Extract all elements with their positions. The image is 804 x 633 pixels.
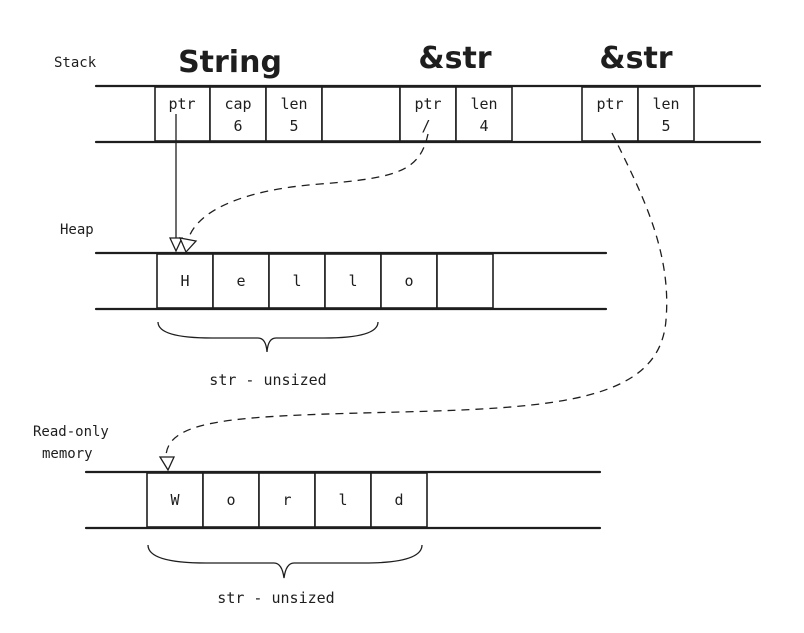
heap-cell-char: l (292, 272, 301, 290)
string-ptr-label: ptr (168, 95, 195, 113)
readonly-cell (314, 472, 372, 528)
str-type-title-2: &str (599, 41, 672, 76)
str1-len-value: 4 (479, 117, 488, 135)
str1-ptr-label: ptr (414, 95, 441, 113)
readonly-cell-char: r (282, 491, 291, 509)
str1-len-cell (455, 86, 513, 142)
str2-ptr-arrow (158, 132, 668, 472)
str2-len-value: 5 (661, 117, 670, 135)
heap-cell-char: l (348, 272, 357, 290)
heap-cell (380, 253, 438, 309)
heap-cell (324, 253, 382, 309)
string-cap-label: cap (224, 95, 251, 113)
arrowhead-icon (158, 456, 176, 472)
heap-brace (157, 321, 379, 353)
readonly-brace-label: str - unsized (217, 589, 334, 607)
readonly-cell-char: o (226, 491, 235, 509)
readonly-cell (370, 472, 428, 528)
arrowhead-icon (168, 237, 184, 253)
string-type-title: String (178, 45, 282, 80)
heap-cell (268, 253, 326, 309)
heap-cell-char: H (180, 272, 189, 290)
str2-len-label: len (652, 95, 679, 113)
str2-len-cell (637, 86, 695, 142)
heap-brace-label: str - unsized (209, 371, 326, 389)
str-type-title-1: &str (418, 41, 491, 76)
heap-cell-char: o (404, 272, 413, 290)
string-ptr-arrow (168, 114, 184, 253)
str1-ptr-arrow (178, 133, 429, 254)
arrowhead-icon (178, 237, 198, 254)
string-len-cell (265, 86, 323, 142)
readonly-cell-char: d (394, 491, 403, 509)
readonly-cell-char: W (170, 491, 180, 509)
string-len-value: 5 (289, 117, 298, 135)
readonly-brace (147, 544, 423, 579)
str2-ptr-label: ptr (596, 95, 623, 113)
stack-region-label: Stack (54, 55, 97, 71)
str1-ptr-mark: / (421, 117, 430, 135)
heap-cell-char: e (236, 272, 245, 290)
readonly-cell-char: l (338, 491, 347, 509)
heap-cell (436, 253, 494, 309)
heap-cell (212, 253, 270, 309)
stack-band (94, 84, 762, 144)
string-len-label: len (280, 95, 307, 113)
str1-len-label: len (470, 95, 497, 113)
string-cap-value: 6 (233, 117, 242, 135)
str2-ptr-cell (581, 86, 639, 142)
readonly-cell (146, 472, 204, 528)
readonly-region-label-line2: memory (42, 446, 93, 462)
string-empty-cell (321, 86, 401, 142)
heap-region-label: Heap (60, 222, 94, 238)
readonly-region-label-line1: Read-only (33, 424, 109, 440)
